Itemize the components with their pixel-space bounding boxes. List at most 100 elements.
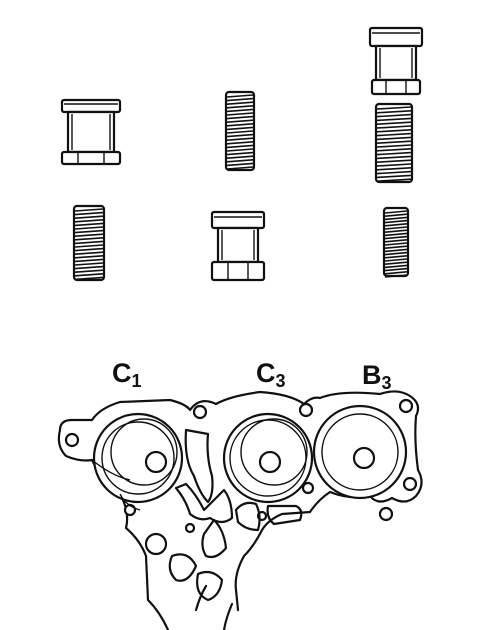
spring-coil xyxy=(376,167,412,171)
accumulator-piston-c3 xyxy=(210,210,266,282)
spring-coil xyxy=(226,144,254,149)
spring-coil xyxy=(376,117,412,122)
spring-coil xyxy=(74,265,104,270)
spring-c3 xyxy=(224,90,256,172)
spring-coil xyxy=(384,258,408,262)
spring-coil xyxy=(384,210,408,214)
spring-coil xyxy=(74,273,104,277)
spring-coil xyxy=(74,211,104,216)
spring-coil xyxy=(74,237,104,241)
spring-coil xyxy=(74,222,104,227)
spring-coil xyxy=(384,267,408,272)
spring-coil xyxy=(384,274,408,278)
spring-coil xyxy=(74,226,104,230)
spring-coil xyxy=(376,121,412,125)
spring-coil xyxy=(74,229,104,234)
label-c1-letter: C xyxy=(112,358,132,388)
spring-coil xyxy=(74,262,104,266)
spring-coil xyxy=(74,247,104,252)
spring-coil xyxy=(376,132,412,137)
spring-coil xyxy=(384,219,408,224)
spring-coil xyxy=(226,101,254,105)
spring-coil xyxy=(384,235,408,240)
spring-coil xyxy=(74,240,104,245)
spring-coil xyxy=(384,242,408,246)
spring-coil xyxy=(384,223,408,227)
spring-coil xyxy=(226,148,254,152)
label-c1-sub: 1 xyxy=(131,371,142,391)
spring-outline xyxy=(72,204,106,282)
spring-coil xyxy=(226,133,254,138)
label-c3-sub: 3 xyxy=(275,371,286,391)
spring-coil xyxy=(226,130,254,134)
label-c3-letter: C xyxy=(256,358,276,388)
spring-coil xyxy=(226,166,254,170)
accumulator-piston-c1 xyxy=(60,98,122,166)
spring-coil xyxy=(384,213,408,217)
spring-coil xyxy=(376,106,412,110)
spring-coil xyxy=(74,219,104,223)
spring-b3-upper xyxy=(374,102,414,184)
spring-coil xyxy=(384,239,408,243)
spring-coil xyxy=(384,255,408,259)
spring-coil xyxy=(384,271,408,275)
spring-coil xyxy=(376,163,412,167)
spring-coil xyxy=(376,159,412,163)
spring-coil xyxy=(226,137,254,141)
accumulator-piston-b3 xyxy=(368,26,424,96)
spring-coil xyxy=(376,129,412,133)
spring-b3-lower xyxy=(382,206,410,278)
spring-coil xyxy=(226,159,254,163)
spring-coil xyxy=(74,251,104,255)
spring-coil xyxy=(74,255,104,259)
spring-coil xyxy=(376,113,412,118)
spring-coil xyxy=(226,123,254,127)
spring-coil xyxy=(376,174,412,179)
spring-coil xyxy=(384,264,408,269)
label-c1: C1 xyxy=(112,358,142,391)
spring-coil xyxy=(376,155,412,160)
spring-coil xyxy=(226,105,254,109)
label-c3: C3 xyxy=(256,358,286,391)
spring-coil xyxy=(226,162,254,167)
spring-coil xyxy=(376,170,412,175)
spring-outline xyxy=(374,102,414,184)
spring-coil xyxy=(226,119,254,123)
spring-coil xyxy=(376,140,412,144)
spring-coil xyxy=(74,215,104,219)
spring-coil xyxy=(384,245,408,249)
spring-outline xyxy=(224,90,256,172)
spring-coil xyxy=(384,216,408,221)
spring-coil xyxy=(226,126,254,131)
spring-coil xyxy=(226,112,254,116)
spring-coil xyxy=(74,233,104,237)
label-b3-sub: 3 xyxy=(381,373,392,393)
spring-coil xyxy=(384,229,408,233)
spring-coil xyxy=(376,148,412,152)
spring-coil xyxy=(384,251,408,256)
label-b3-letter: B xyxy=(362,360,382,390)
valve-body-plate xyxy=(57,390,423,630)
spring-coil xyxy=(226,115,254,120)
spring-coil xyxy=(226,97,254,102)
spring-coil xyxy=(384,261,408,265)
spring-coil xyxy=(74,244,104,248)
spring-coil xyxy=(376,110,412,114)
spring-coil xyxy=(376,151,412,156)
spring-coil xyxy=(384,226,408,230)
spring-coil xyxy=(376,125,412,129)
spring-coil xyxy=(226,151,254,156)
spring-coil xyxy=(226,108,254,113)
spring-c1 xyxy=(72,204,106,282)
spring-coil xyxy=(384,248,408,253)
spring-coil xyxy=(74,258,104,263)
spring-coil xyxy=(384,232,408,237)
spring-coil xyxy=(376,144,412,148)
spring-coil xyxy=(226,155,254,159)
label-b3: B3 xyxy=(362,360,392,393)
spring-coil xyxy=(74,269,104,273)
spring-coil xyxy=(226,141,254,145)
spring-coil xyxy=(74,208,104,212)
spring-coil xyxy=(226,94,254,98)
